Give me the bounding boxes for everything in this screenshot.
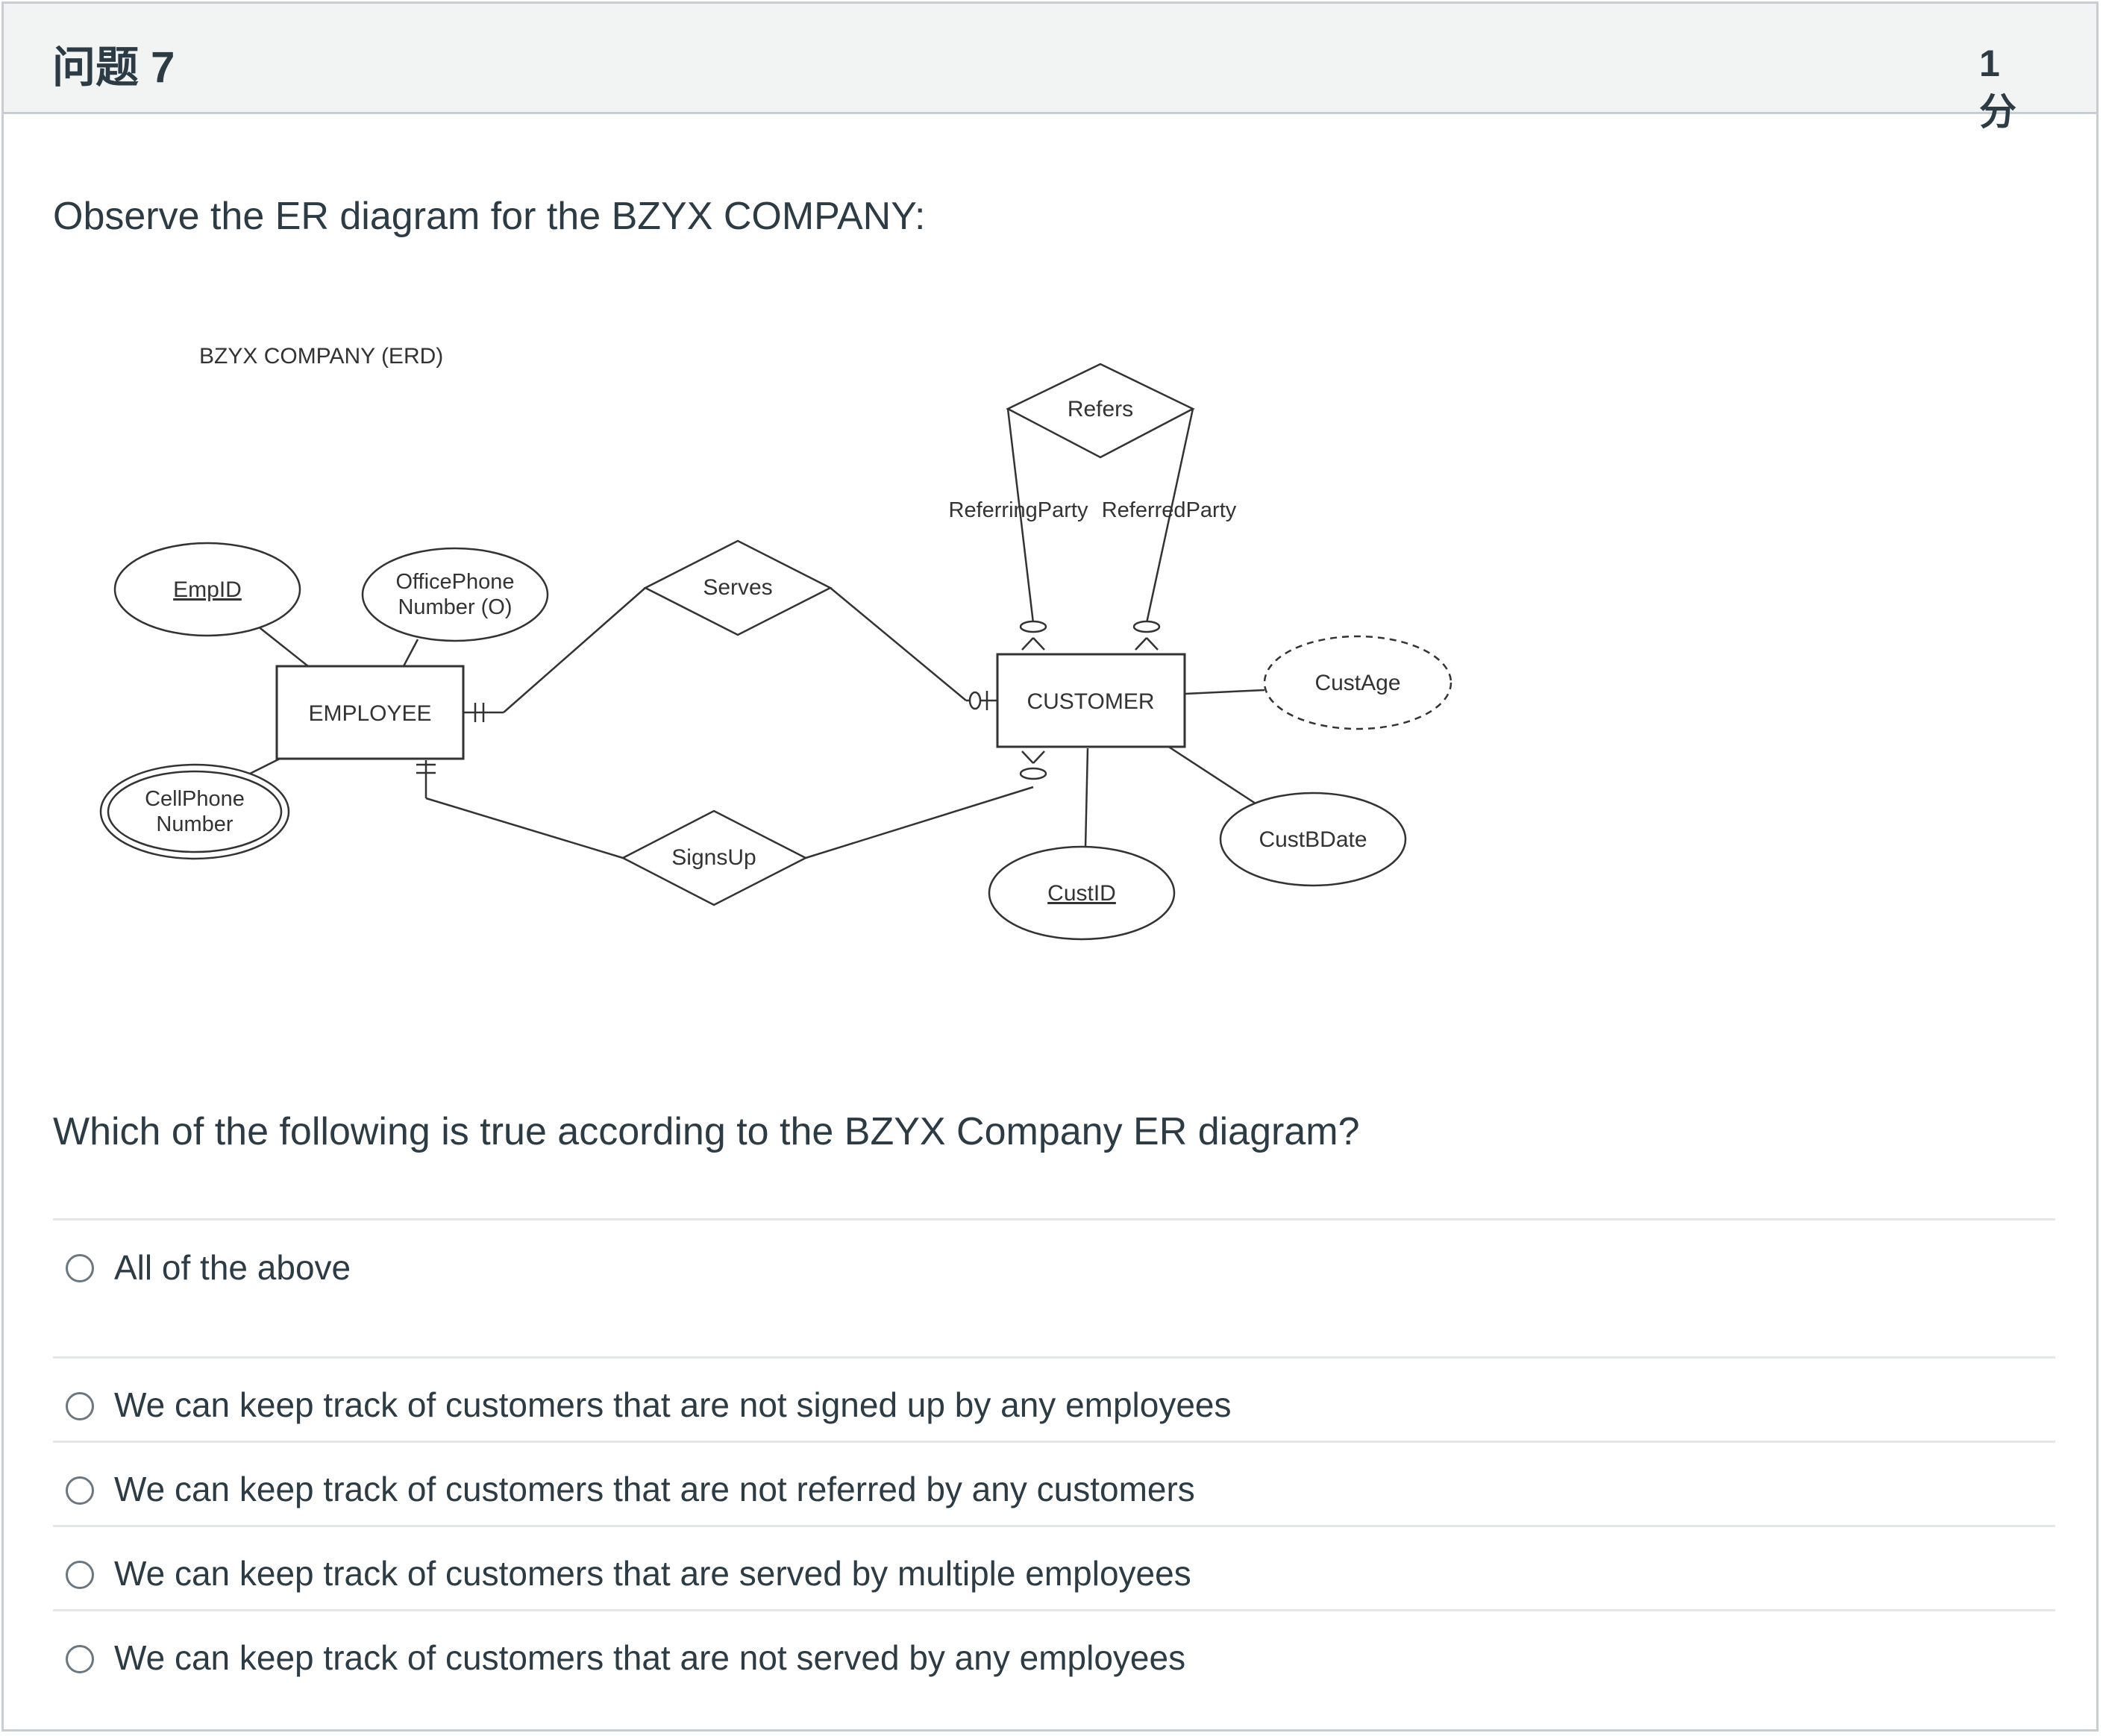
answer-option[interactable]: All of the above	[53, 1218, 2055, 1356]
attribute-custid-ellipse	[988, 845, 1176, 941]
question-title: 问题 7	[52, 43, 175, 92]
entity-employee-label: EMPLOYEE	[308, 701, 431, 726]
relationship-signsup-diamond	[621, 809, 808, 906]
entity-customer-box	[996, 653, 1186, 748]
relationship-refers-label: Refers	[1068, 397, 1133, 422]
attribute-cellphone-label-1: CellPhone	[145, 787, 245, 811]
attribute-empid-label: EmpID	[173, 577, 242, 602]
diagram-title: BZYX COMPANY (ERD)	[199, 344, 443, 369]
attribute-cellphone-label-2: Number	[156, 812, 233, 836]
answer-option[interactable]: We can keep track of customers that are …	[53, 1356, 2055, 1441]
question-text: Which of the following is true according…	[53, 1110, 1360, 1153]
answer-label[interactable]: All of the above	[114, 1248, 351, 1287]
attribute-custbdate-ellipse	[1219, 792, 1407, 887]
radio-button[interactable]	[66, 1392, 94, 1420]
attribute-cellphone-ellipse-inner	[107, 770, 283, 853]
question-points: 1 分	[1979, 43, 2016, 133]
relationship-refers-diamond	[1006, 363, 1195, 459]
question-prompt: Observe the ER diagram for the BZYX COMP…	[53, 195, 926, 238]
attribute-custage-ellipse	[1263, 635, 1452, 730]
attribute-custid-label: CustID	[1047, 881, 1116, 906]
er-diagram: BZYX COMPANY (ERD)	[99, 344, 1452, 941]
relationship-serves-diamond	[643, 539, 833, 636]
radio-button[interactable]	[66, 1254, 94, 1282]
entity-customer-label: CUSTOMER	[1027, 689, 1154, 714]
entity-employee-box	[275, 665, 465, 760]
attribute-officephone-ellipse	[361, 547, 549, 642]
attribute-custbdate-label: CustBDate	[1259, 827, 1367, 852]
relationship-signsup-label: SignsUp	[671, 845, 756, 870]
answer-list: All of the above We can keep track of cu…	[53, 1218, 2055, 1693]
answer-label[interactable]: We can keep track of customers that are …	[114, 1638, 1186, 1677]
attribute-custage-label: CustAge	[1314, 671, 1400, 695]
question-header: 问题 7 1 分	[4, 4, 2096, 133]
attribute-officephone-label-2: Number (O)	[398, 595, 512, 619]
radio-button[interactable]	[66, 1476, 94, 1505]
attribute-officephone-label-1: OfficePhone	[395, 570, 514, 594]
radio-button[interactable]	[66, 1645, 94, 1673]
attribute-cellphone-ellipse-outer	[99, 763, 290, 860]
role-referring-party: ReferringParty	[949, 498, 1088, 522]
answer-label[interactable]: We can keep track of customers that are …	[114, 1385, 1232, 1424]
attribute-empid-ellipse	[113, 542, 301, 637]
answer-label[interactable]: We can keep track of customers that are …	[114, 1470, 1195, 1508]
answer-option[interactable]: We can keep track of customers that are …	[53, 1525, 2055, 1609]
answer-option[interactable]: We can keep track of customers that are …	[53, 1441, 2055, 1525]
answer-option[interactable]: We can keep track of customers that are …	[53, 1609, 2055, 1693]
radio-button[interactable]	[66, 1561, 94, 1589]
role-referred-party: ReferredParty	[1102, 498, 1237, 522]
relationship-serves-label: Serves	[703, 575, 772, 600]
answer-label[interactable]: We can keep track of customers that are …	[114, 1554, 1191, 1593]
